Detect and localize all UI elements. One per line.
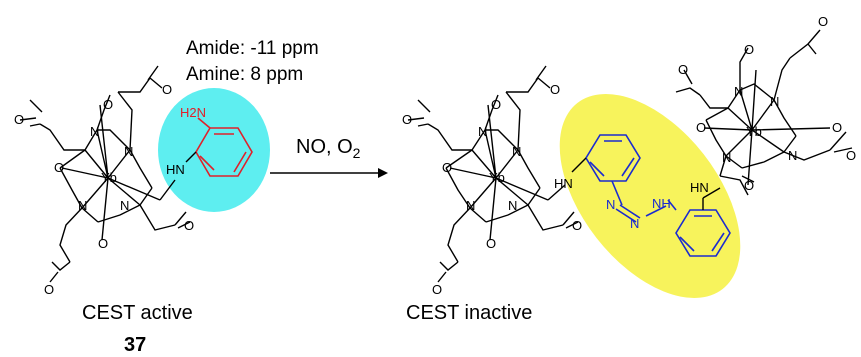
left-amide-hn-label: HN [166, 162, 185, 177]
right-yb-complex-1 [407, 65, 579, 283]
right1-amide-hn-label: HN [554, 176, 573, 191]
left-o-label-3: O [14, 112, 25, 127]
right-yb-complex-2 [675, 29, 853, 199]
reagent-label: NO, O2 [296, 136, 360, 161]
right2-o-label-3: O [678, 62, 689, 77]
left-o-label-7: O [184, 218, 195, 233]
azo-n-label-1: N [606, 197, 616, 212]
left-o-label-6: O [44, 282, 55, 297]
right2-o-label-2: O [818, 14, 829, 29]
triazene-highlight-ellipse [559, 94, 741, 298]
right1-o-label-1: O [491, 97, 502, 112]
right-aryl-ring-1 [571, 134, 667, 223]
right1-n-label-3: N [466, 198, 476, 213]
right1-n-label-2: N [512, 144, 522, 159]
amine-highlight-ellipse [158, 88, 270, 212]
right1-n-label-4: N [508, 198, 518, 213]
right1-o-label-4: O [442, 160, 453, 175]
left-n-label-1: N [90, 124, 100, 139]
left-yb-label: Yb [101, 170, 117, 185]
right2-yb-label: Yb [746, 124, 762, 139]
right1-n-label-1: N [478, 124, 488, 139]
cest-active-caption: CEST active [82, 302, 193, 324]
left-o-label-1: O [103, 97, 114, 112]
left-aniline-ring [185, 117, 253, 177]
left-o-label-4: O [54, 160, 65, 175]
compound-number: 37 [124, 334, 147, 356]
right2-o-label-4: O [696, 120, 707, 135]
triazene-nh-label: NH [652, 196, 671, 211]
shift-annotation: Amide: -11 ppm Amine: 8 ppm [186, 36, 319, 88]
azo-n-label-2: N [630, 216, 640, 231]
left-o-label-5: O [98, 236, 109, 251]
right2-n-label-3: N [722, 150, 732, 165]
right2-amide-hn-label: HN [690, 180, 709, 195]
amine-shift-text: Amine: 8 ppm [186, 64, 304, 85]
amide-shift-text: Amide: -11 ppm [186, 38, 319, 59]
right1-yb-label: Yb [489, 170, 505, 185]
right1-o-label-3: O [402, 112, 413, 127]
right1-o-label-6: O [432, 282, 443, 297]
reagent-text: NO, O [296, 136, 353, 158]
right2-o-label-1: O [744, 42, 755, 57]
right1-o-label-5: O [486, 236, 497, 251]
reaction-arrow [270, 168, 388, 178]
left-yb-complex [19, 65, 191, 283]
right1-o-label-2: O [550, 82, 561, 97]
right2-o-label-6: O [846, 148, 857, 163]
right2-o-label-5: O [832, 120, 843, 135]
reagent-subscript: 2 [352, 145, 361, 161]
right-aryl-ring-2 [667, 198, 731, 257]
left-n-label-3: N [78, 198, 88, 213]
left-n-label-2: N [124, 144, 134, 159]
right2-o-label-7: O [744, 178, 755, 193]
right2-n-label-2: N [770, 94, 780, 109]
left-o-label-2: O [162, 82, 173, 97]
left-n-label-4: N [120, 198, 130, 213]
cest-inactive-caption: CEST inactive [406, 302, 533, 324]
right1-o-label-7: O [572, 218, 583, 233]
left-amine-h2n-label: H2N [180, 105, 207, 120]
right2-n-label-1: N [734, 84, 744, 99]
right2-n-label-4: N [788, 148, 798, 163]
